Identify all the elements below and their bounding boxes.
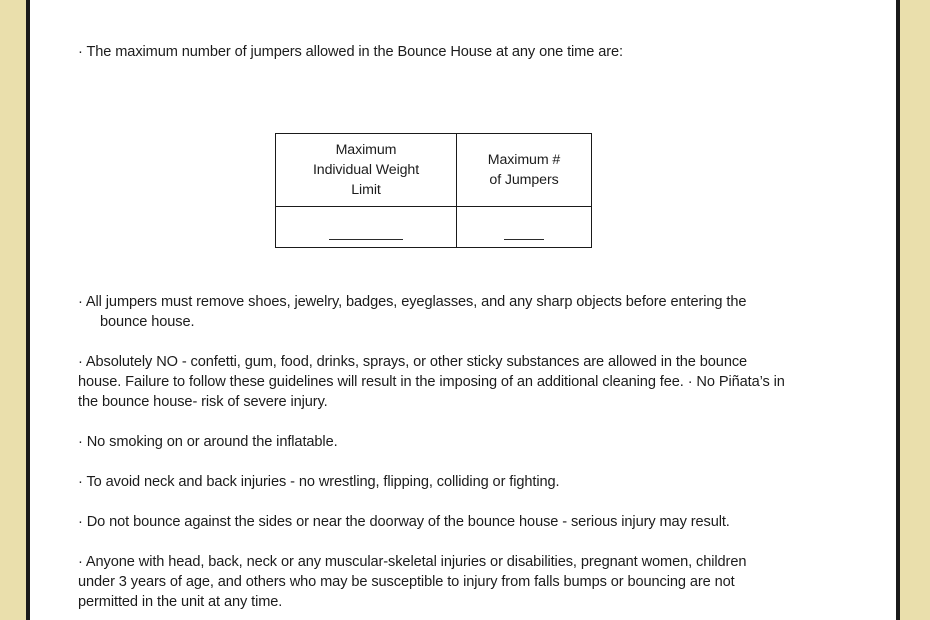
- header-maximum-number-of-jumpers: Maximum # of Jumpers: [456, 133, 592, 207]
- document-content: · The maximum number of jumpers allowed …: [26, 0, 900, 620]
- jumper-count-blank-line[interactable]: [504, 239, 544, 240]
- rule-no-sticky-substances: · Absolutely NO - confetti, gum, food, d…: [78, 352, 890, 412]
- rule-no-roughhousing-line-1: · To avoid neck and back injuries - no w…: [78, 474, 560, 490]
- rule-no-bouncing-sides: · Do not bounce against the sides or nea…: [78, 512, 890, 532]
- rule-health-restrictions: · Anyone with head, back, neck or any mu…: [78, 552, 890, 612]
- rule-no-sticky-substances-line-1: · Absolutely NO - confetti, gum, food, d…: [78, 354, 748, 370]
- rule-remove-items-line-1: · All jumpers must remove shoes, jewelry…: [78, 294, 747, 310]
- rule-no-bouncing-sides-line-1: · Do not bounce against the sides or nea…: [78, 514, 730, 530]
- header-maximum-individual-weight-limit: Maximum Individual Weight Limit: [275, 133, 457, 207]
- rules-list: · All jumpers must remove shoes, jewelry…: [78, 292, 890, 612]
- rule-remove-items: · All jumpers must remove shoes, jewelry…: [78, 292, 890, 332]
- rule-no-smoking: · No smoking on or around the inflatable…: [78, 432, 890, 452]
- weight-limit-blank-line[interactable]: [329, 239, 403, 240]
- table-row: [275, 206, 592, 248]
- cell-jumper-count-value[interactable]: [456, 206, 592, 248]
- rule-health-restrictions-line-2: under 3 years of age, and others who may…: [78, 574, 735, 590]
- lead-paragraph: · The maximum number of jumpers allowed …: [78, 44, 623, 60]
- rule-no-smoking-line-1: · No smoking on or around the inflatable…: [78, 434, 338, 450]
- rule-no-sticky-substances-line-3: the bounce house- risk of severe injury.: [78, 394, 328, 410]
- document-sheet: [26, 0, 900, 620]
- jumper-limits-table-wrap: Maximum Individual Weight Limit Maximum …: [275, 133, 592, 248]
- jumper-limits-table: Maximum Individual Weight Limit Maximum …: [275, 133, 592, 248]
- rule-no-roughhousing: · To avoid neck and back injuries - no w…: [78, 472, 890, 492]
- table-header-row: Maximum Individual Weight Limit Maximum …: [275, 133, 592, 207]
- rule-no-sticky-substances-line-2: house. Failure to follow these guideline…: [78, 374, 785, 390]
- cell-weight-limit-value[interactable]: [275, 206, 457, 248]
- rule-health-restrictions-line-1: · Anyone with head, back, neck or any mu…: [78, 554, 747, 570]
- rule-health-restrictions-line-3: permitted in the unit at any time.: [78, 594, 283, 610]
- rule-remove-items-line-2: bounce house.: [100, 314, 195, 330]
